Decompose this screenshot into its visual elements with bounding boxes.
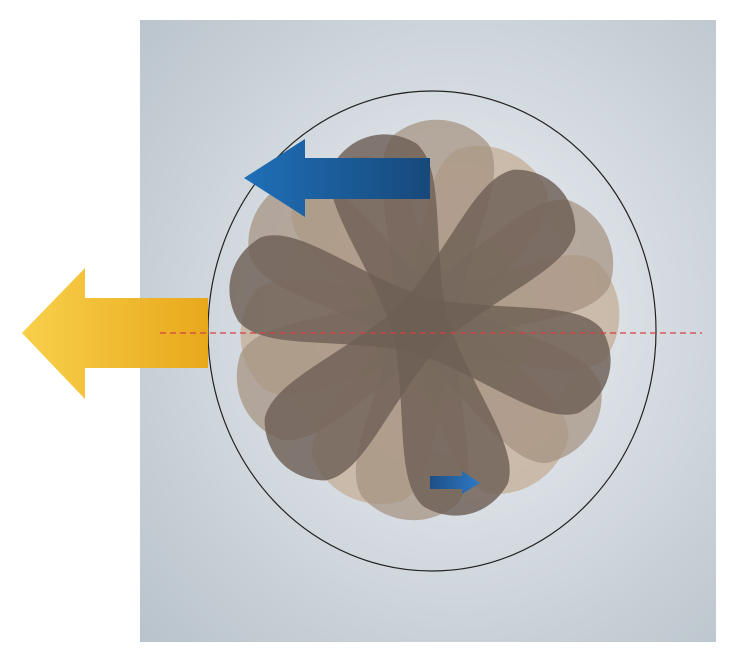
rotor (229, 119, 620, 521)
rotor-stage-dark-lobe-4 (393, 317, 510, 516)
rotor-stage-dark (229, 134, 611, 516)
rotor-stage-dark-lobe-6 (229, 235, 428, 352)
rotor-stage-dark-lobe-3 (412, 298, 611, 415)
small-motion-arrow (430, 471, 480, 494)
inflow-arrow (22, 268, 208, 399)
rotation-arrow (244, 139, 430, 217)
